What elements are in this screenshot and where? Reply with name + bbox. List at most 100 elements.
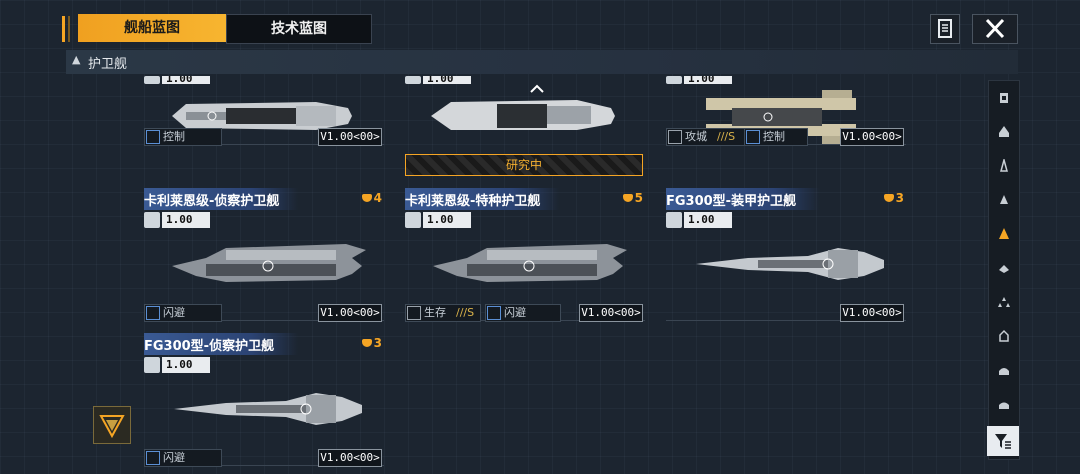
card-cost: 4 bbox=[361, 191, 382, 205]
blueprint-card-top-1[interactable]: 1.00 控制 V1.00<00> bbox=[144, 74, 384, 160]
class-station-button[interactable] bbox=[989, 353, 1019, 387]
tag-grade: ///S bbox=[717, 130, 736, 143]
card-divider bbox=[144, 320, 384, 321]
command-cost-icon bbox=[361, 339, 372, 347]
card-cost: 3 bbox=[361, 336, 382, 350]
destroyer-icon bbox=[1000, 159, 1008, 172]
stat-value: 1.00 bbox=[684, 212, 732, 228]
stat-icon bbox=[666, 212, 682, 228]
cruiser-icon bbox=[999, 126, 1009, 137]
document-button[interactable] bbox=[930, 14, 960, 44]
fighter-icon bbox=[998, 297, 1010, 307]
tag-label: 闪避 bbox=[163, 306, 185, 319]
blueprint-card-top-2[interactable]: 1.00 研究中 bbox=[405, 74, 645, 176]
tag-evasion: 闪避 bbox=[144, 304, 222, 322]
ship-blueprint-image bbox=[431, 84, 615, 130]
tag-siege: 攻城 ///S bbox=[666, 128, 746, 146]
version-label: V1.00<00> bbox=[318, 449, 382, 467]
stat-icon bbox=[144, 76, 160, 84]
stat-icon bbox=[144, 212, 160, 228]
card-title-bar: FG300型-装甲护卫舰 bbox=[666, 188, 820, 210]
close-button[interactable] bbox=[972, 14, 1018, 44]
section-header-frigate[interactable]: ▲ 护卫舰 bbox=[66, 50, 1018, 74]
command-cost-icon bbox=[361, 194, 372, 202]
filter-icon bbox=[995, 434, 1011, 449]
card-title: 卡利莱恩级-侦察护卫舰 bbox=[144, 194, 280, 209]
blueprint-card-top-3[interactable]: 1.00 攻城///S 控制 V1.00<00> bbox=[666, 74, 906, 160]
survival-icon bbox=[407, 306, 421, 320]
tab-bracket-icon bbox=[62, 16, 70, 42]
tag-evasion: 闪避 bbox=[144, 449, 222, 467]
blueprint-card[interactable]: FG300型-装甲护卫舰 3 1.00 V1.00<00> bbox=[666, 188, 906, 336]
close-icon bbox=[985, 18, 1005, 39]
class-corvette-button[interactable] bbox=[989, 251, 1019, 285]
evasion-icon bbox=[487, 306, 501, 320]
class-support-button[interactable] bbox=[989, 319, 1019, 353]
class-cruiser-button[interactable] bbox=[989, 115, 1019, 149]
class-carrier-button[interactable] bbox=[989, 81, 1019, 115]
card-title-bar: 卡利莱恩级-侦察护卫舰 bbox=[144, 188, 298, 210]
class-fighter-button[interactable] bbox=[989, 285, 1019, 319]
evasion-icon bbox=[146, 306, 160, 320]
blueprint-card[interactable]: 卡利莱恩级-特种护卫舰 5 1.00 生存///S 闪避 V1.00<00> bbox=[405, 188, 645, 336]
stat-icon bbox=[405, 76, 421, 84]
tag-label: 生存 bbox=[424, 306, 446, 319]
ship-blueprint-image bbox=[172, 244, 366, 282]
ship-blueprint-image bbox=[433, 244, 627, 282]
class-destroyer-button[interactable] bbox=[989, 149, 1019, 183]
ship-blueprint-image bbox=[174, 393, 362, 425]
class-frigate-active-button[interactable] bbox=[989, 217, 1019, 251]
stat-icon bbox=[666, 76, 682, 84]
support-icon bbox=[999, 329, 1009, 342]
tab-ship-blueprints[interactable]: 舰船蓝图 bbox=[78, 14, 226, 42]
card-divider bbox=[666, 320, 906, 321]
version-label: V1.00<00> bbox=[840, 304, 904, 322]
siege-icon bbox=[668, 130, 682, 144]
blueprint-card[interactable]: FG300型-侦察护卫舰 3 1.00 闪避 V1.00<00> bbox=[144, 333, 384, 474]
blueprint-grid: 1.00 控制 V1.00<00> 1.00 研究中 bbox=[144, 74, 908, 474]
cost-value: 5 bbox=[634, 191, 643, 205]
command-cost-icon bbox=[883, 194, 894, 202]
stat-value: 1.00 bbox=[423, 76, 471, 84]
tag-label: 闪避 bbox=[163, 451, 185, 464]
card-title-bar: 卡利莱恩级-特种护卫舰 bbox=[405, 188, 559, 210]
version-label: V1.00<00> bbox=[318, 304, 382, 322]
corvette-icon bbox=[999, 265, 1009, 273]
station-icon bbox=[999, 368, 1009, 375]
section-label: 护卫舰 bbox=[88, 57, 128, 72]
fleet-emblem-button[interactable] bbox=[93, 406, 131, 444]
tag-label: 控制 bbox=[763, 130, 785, 143]
dome-icon bbox=[999, 402, 1009, 409]
tag-label: 攻城 bbox=[685, 130, 707, 143]
research-status-label: 研究中 bbox=[505, 158, 542, 172]
cost-value: 4 bbox=[373, 191, 382, 205]
ship-blueprint-image bbox=[696, 248, 884, 280]
ship-class-sidebar bbox=[988, 80, 1020, 460]
stat-value: 1.00 bbox=[162, 357, 210, 373]
tag-control: 控制 bbox=[144, 128, 222, 146]
tag-survival: 生存///S bbox=[405, 304, 481, 322]
tag-label: 控制 bbox=[163, 130, 185, 143]
stat-icon bbox=[405, 212, 421, 228]
command-cost-icon bbox=[622, 194, 633, 202]
stat-icon bbox=[144, 357, 160, 373]
stat-value: 1.00 bbox=[423, 212, 471, 228]
document-icon bbox=[938, 19, 952, 38]
class-frigate-button[interactable] bbox=[989, 183, 1019, 217]
blueprint-card[interactable]: 卡利莱恩级-侦察护卫舰 4 1.00 闪避 V1.00<00> bbox=[144, 188, 384, 336]
stat-value: 1.00 bbox=[162, 76, 210, 84]
card-title: 卡利莱恩级-特种护卫舰 bbox=[405, 194, 541, 209]
version-label: V1.00<00> bbox=[579, 304, 643, 322]
tag-control: 控制 bbox=[744, 128, 808, 146]
collapse-arrow-icon: ▲ bbox=[72, 53, 81, 66]
filter-button[interactable] bbox=[987, 426, 1019, 456]
card-title: FG300型-侦察护卫舰 bbox=[144, 339, 275, 354]
stat-value: 1.00 bbox=[162, 212, 210, 228]
stat-value: 1.00 bbox=[684, 76, 732, 84]
card-divider bbox=[144, 144, 384, 145]
class-dome-button[interactable] bbox=[989, 387, 1019, 421]
frigate-active-icon bbox=[999, 228, 1009, 239]
tab-tech-blueprints[interactable]: 技术蓝图 bbox=[226, 14, 372, 44]
card-divider bbox=[144, 465, 384, 466]
tag-label: 闪避 bbox=[504, 306, 526, 319]
